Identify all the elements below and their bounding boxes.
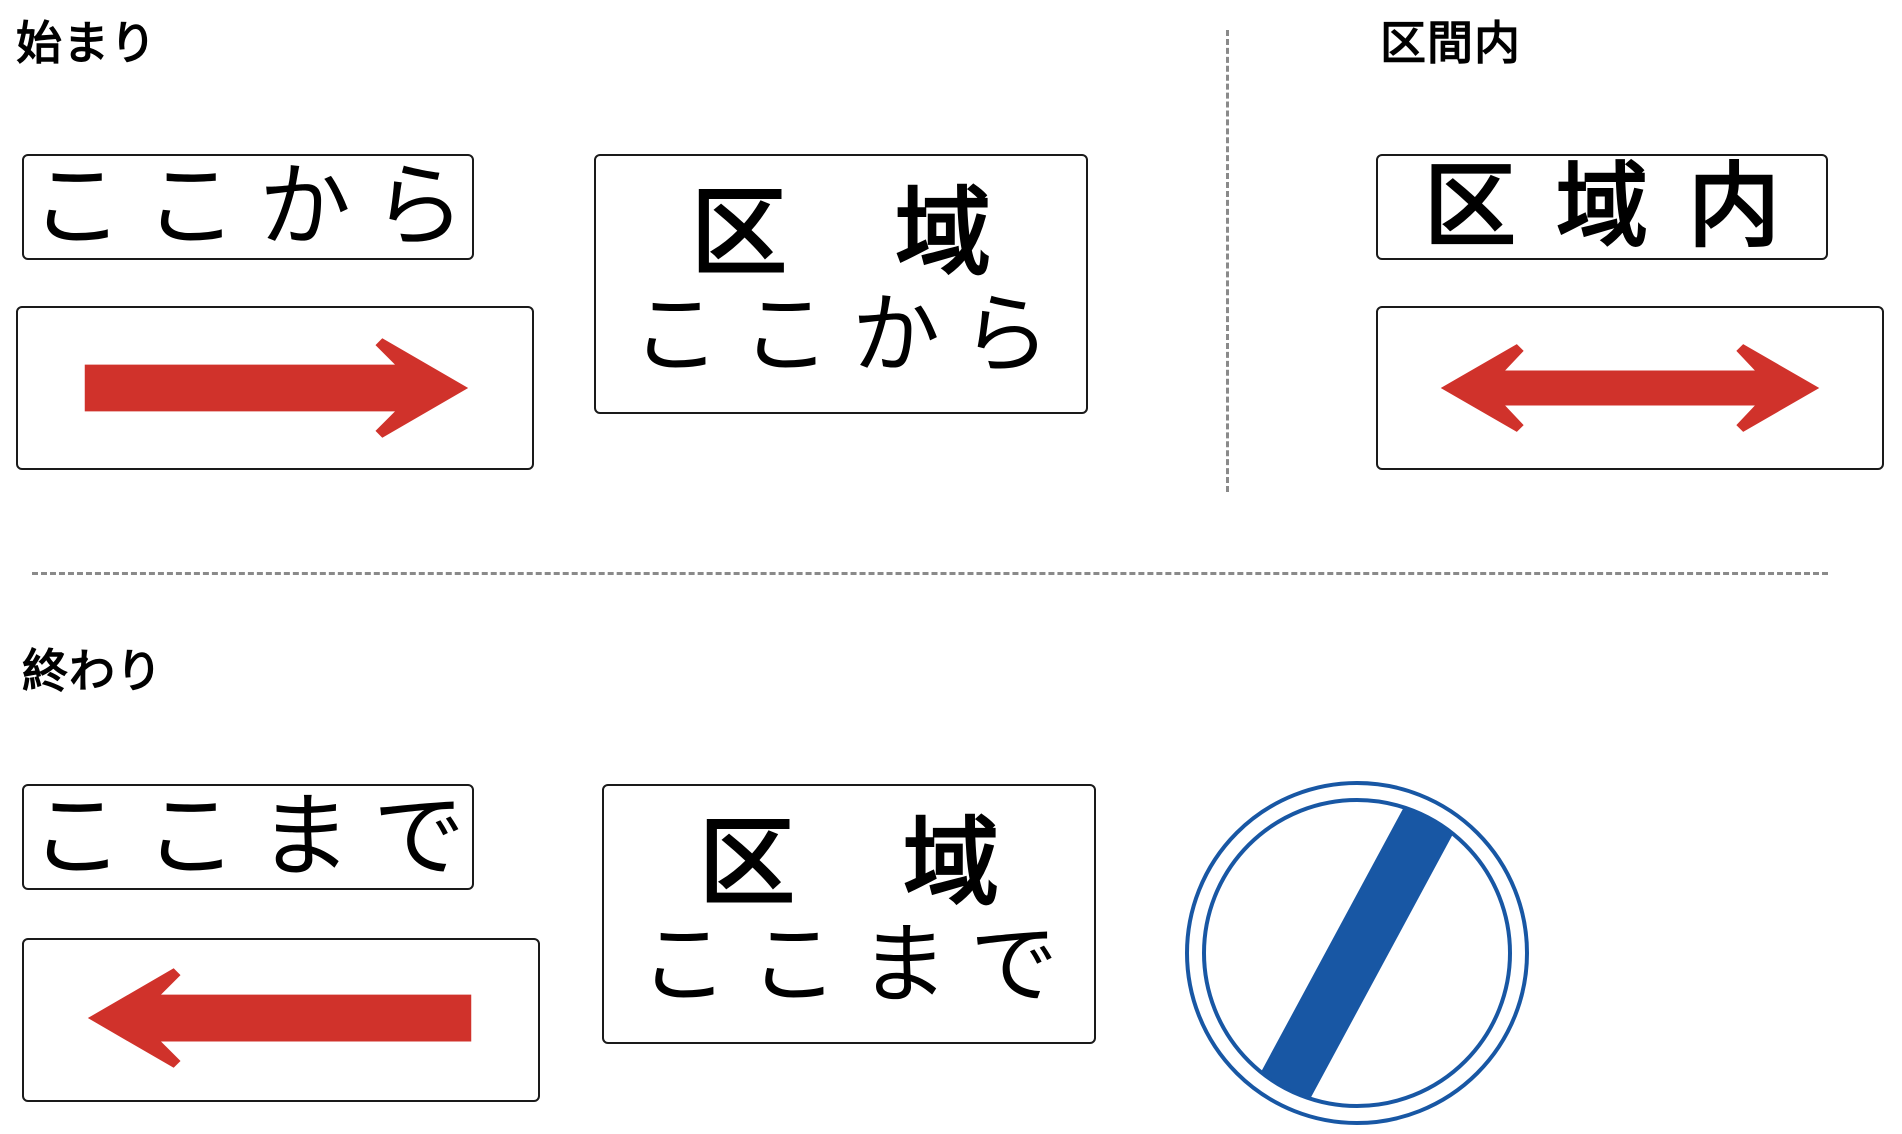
arrow-double-icon bbox=[1440, 344, 1820, 432]
sign-start-area-line1: 区域 bbox=[691, 177, 1099, 289]
sign-start-label: ここから bbox=[30, 153, 487, 260]
section-label-start: 始まり bbox=[16, 16, 157, 70]
sign-start-area-line2: ここから bbox=[631, 282, 1072, 386]
sign-start-area: 区域 ここから bbox=[594, 154, 1088, 414]
sign-end-area-line1: 区域 bbox=[699, 807, 1107, 919]
sign-start-arrow bbox=[16, 306, 534, 470]
arrow-double-shape bbox=[1440, 344, 1820, 432]
sign-end-arrow bbox=[22, 938, 540, 1102]
sign-end-of-restriction bbox=[1184, 780, 1530, 1126]
arrow-left-icon bbox=[87, 968, 472, 1068]
arrow-right-shape bbox=[84, 338, 469, 438]
section-label-zone: 区間内 bbox=[1380, 16, 1521, 70]
sign-end-label: ここまで bbox=[30, 783, 487, 890]
sign-zone-arrow bbox=[1376, 306, 1884, 470]
section-label-end: 終わり bbox=[22, 644, 163, 698]
sign-end-area-line2: ここまで bbox=[639, 912, 1080, 1016]
end-of-restriction-icon bbox=[1185, 781, 1529, 1125]
arrow-left-shape bbox=[87, 968, 472, 1068]
sign-start-text: ここから bbox=[22, 154, 474, 260]
horizontal-divider bbox=[32, 572, 1828, 575]
sign-end-text: ここまで bbox=[22, 784, 474, 890]
arrow-right-icon bbox=[84, 338, 469, 438]
vertical-divider bbox=[1226, 30, 1229, 492]
sign-zone-label: 区域内 bbox=[1423, 153, 1820, 260]
sign-end-area: 区域 ここまで bbox=[602, 784, 1096, 1044]
sign-zone-text: 区域内 bbox=[1376, 154, 1828, 260]
sign-diagonal-bar bbox=[1243, 801, 1471, 1105]
